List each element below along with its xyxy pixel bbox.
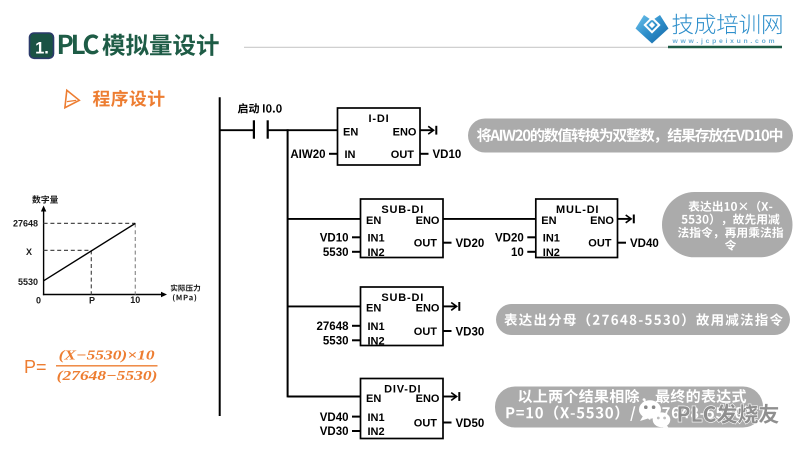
svg-text:OUT: OUT (391, 149, 415, 161)
svg-text:MUL-DI: MUL-DI (556, 204, 599, 216)
svg-text:DIV-DI: DIV-DI (384, 383, 421, 395)
svg-text:I-DI: I-DI (369, 113, 390, 125)
svg-text:VD40: VD40 (630, 238, 659, 250)
svg-text:VD30: VD30 (320, 426, 349, 438)
svg-text:IN: IN (345, 149, 356, 161)
svg-text:OUT: OUT (414, 326, 438, 338)
svg-text:SUB-DI: SUB-DI (381, 204, 424, 216)
svg-text:ENO: ENO (416, 215, 440, 227)
svg-text:ENO: ENO (416, 393, 440, 405)
svg-text:IN1: IN1 (543, 233, 560, 245)
svg-text:27648: 27648 (13, 219, 38, 229)
svg-text:VD50: VD50 (456, 418, 485, 430)
svg-text:VD10: VD10 (320, 233, 349, 245)
svg-text:www.jcpeixun.com: www.jcpeixun.com (672, 38, 775, 45)
svg-text:(27648−5530): (27648−5530) (57, 368, 158, 384)
svg-text:5530: 5530 (323, 247, 349, 259)
svg-text:VD30: VD30 (456, 326, 485, 338)
svg-text:VD20: VD20 (456, 238, 485, 250)
svg-text:SUB-DI: SUB-DI (381, 292, 424, 304)
svg-text:VD10: VD10 (433, 149, 462, 161)
svg-text:AIW20: AIW20 (290, 149, 325, 161)
svg-text:EN: EN (366, 303, 381, 315)
svg-text:X: X (26, 247, 32, 257)
svg-text:EN: EN (366, 393, 381, 405)
svg-text:27648: 27648 (317, 321, 350, 333)
svg-text:ENO: ENO (590, 215, 614, 227)
svg-text:IN2: IN2 (368, 426, 385, 438)
svg-text:IN2: IN2 (368, 247, 385, 259)
svg-text:P=: P= (24, 357, 47, 377)
svg-text:VD20: VD20 (495, 233, 524, 245)
svg-text:10: 10 (130, 295, 140, 305)
svg-text:ENO: ENO (393, 127, 417, 139)
svg-text:OUT: OUT (414, 418, 438, 430)
svg-text:10: 10 (511, 247, 524, 259)
svg-text:1.: 1. (35, 40, 49, 58)
svg-text:IN1: IN1 (368, 412, 385, 424)
svg-text:ENO: ENO (416, 303, 440, 315)
svg-text:OUT: OUT (588, 238, 612, 250)
svg-text:0: 0 (36, 296, 41, 306)
svg-text:IN1: IN1 (368, 321, 385, 333)
svg-text:EN: EN (343, 127, 358, 139)
svg-text:(X−5530)×10: (X−5530)×10 (59, 348, 155, 364)
svg-text:OUT: OUT (414, 238, 438, 250)
svg-text:EN: EN (366, 215, 381, 227)
svg-text:P: P (89, 296, 95, 306)
svg-text:IN2: IN2 (543, 247, 560, 259)
svg-text:5530: 5530 (323, 336, 349, 348)
svg-text:VD40: VD40 (320, 412, 349, 424)
svg-text:IN1: IN1 (368, 233, 385, 245)
svg-text:5530: 5530 (18, 277, 38, 287)
svg-text:EN: EN (541, 215, 556, 227)
svg-text:IN2: IN2 (368, 336, 385, 348)
